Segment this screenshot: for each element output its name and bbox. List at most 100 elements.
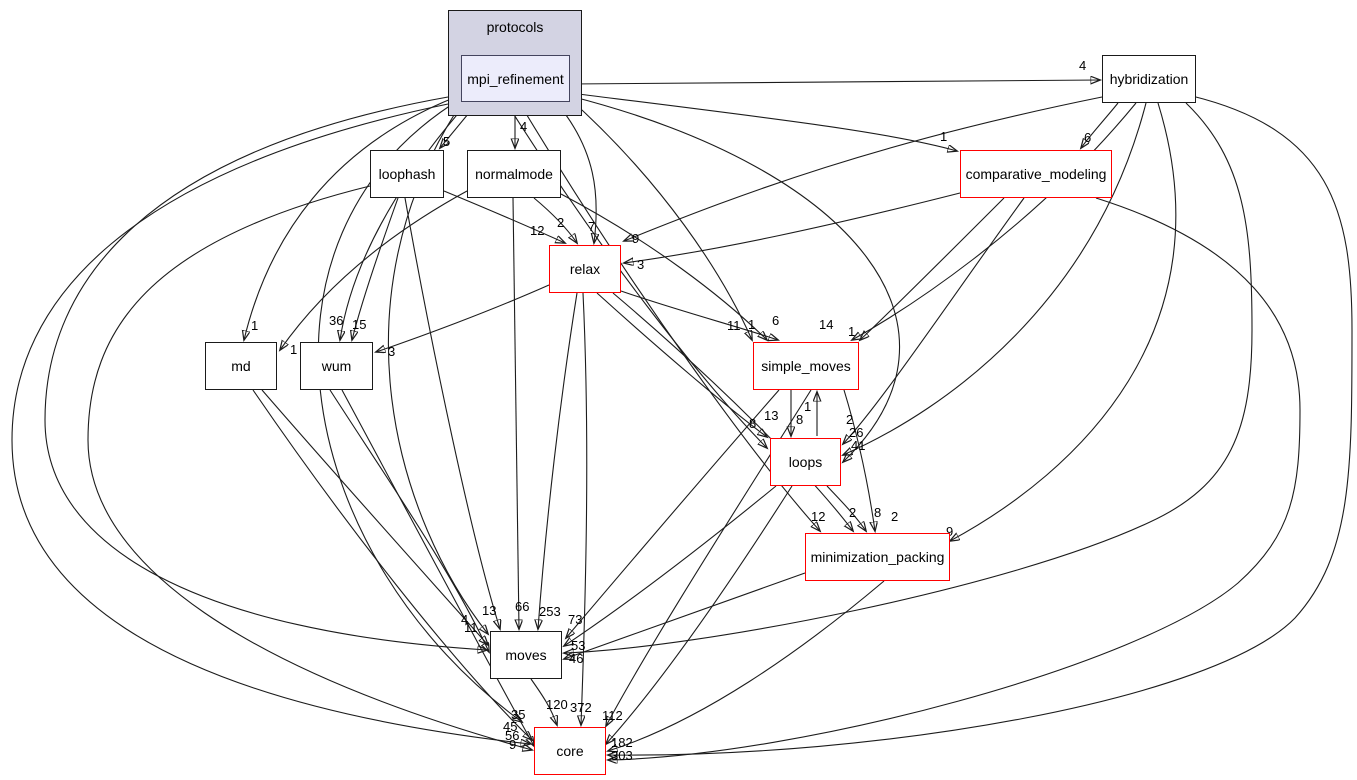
edge-relax-loops: [596, 292, 767, 437]
edge-label: 1: [251, 318, 258, 333]
edge-label: 1: [290, 342, 297, 357]
edge-mpi-wum: [340, 101, 469, 340]
edge-mpi-loops-b: [569, 95, 900, 462]
node-simple-moves[interactable]: simple_moves: [753, 342, 859, 390]
edge-label: 4: [1079, 58, 1086, 73]
edge-label: 112: [602, 708, 623, 723]
edge-md-core: [252, 389, 532, 740]
edge-mpi-minimization-packing: [518, 101, 820, 531]
edge-relax-minimization-packing: [612, 292, 853, 531]
node-mpi-refinement[interactable]: mpi_refinement: [461, 55, 570, 102]
edge-simple-moves-minimization-packing: [843, 389, 875, 531]
edge-label: 9: [509, 737, 516, 752]
edge-hybridization-simple-moves: [852, 102, 1137, 340]
edge-wum-moves: [329, 389, 489, 652]
edge-label: 8: [796, 412, 803, 427]
node-wum[interactable]: wum: [300, 342, 373, 390]
edge-label: 1: [748, 317, 755, 332]
edge-loops-core: [606, 485, 793, 744]
edge-label: 73: [568, 612, 582, 627]
node-minimization-packing[interactable]: minimization_packing: [805, 533, 950, 581]
edge-label: 182: [611, 735, 633, 750]
node-normalmode[interactable]: normalmode: [467, 150, 561, 198]
edge-hybridization-moves: [564, 102, 1253, 653]
edge-loophash-wum: [352, 197, 399, 340]
edge-label: 3: [637, 257, 644, 272]
edge-loophash-relax: [443, 190, 565, 243]
edge-moves-core: [530, 678, 557, 725]
edge-label: 36: [329, 313, 343, 328]
edge-label: 2: [849, 505, 856, 520]
edge-comparative-modeling-relax: [624, 192, 961, 263]
edge-loops-moves: [564, 485, 777, 646]
edge-label: 66: [515, 599, 529, 614]
edge-label: 14: [819, 317, 833, 332]
edge-label: 35: [511, 707, 525, 722]
edge-loops-minimization-packing: [826, 485, 866, 531]
edge-mpi-hybridization: [569, 80, 1100, 84]
edge-label: 11: [464, 620, 478, 635]
edge-label: 1: [804, 399, 811, 414]
edge-label: 8: [749, 416, 756, 431]
edge-label: 46: [569, 651, 583, 666]
edge-label: 15: [352, 317, 366, 332]
node-core[interactable]: core: [534, 727, 606, 775]
edge-label: 41: [851, 438, 865, 453]
edge-hybridization-loops: [843, 102, 1147, 455]
edge-label: 9: [946, 524, 953, 539]
edge-loophash-moves: [404, 197, 500, 629]
node-moves[interactable]: moves: [490, 631, 562, 679]
node-loophash[interactable]: loophash: [370, 150, 444, 198]
edge-mpi-core-far: [11, 103, 530, 744]
edge-simple-moves-core: [606, 389, 812, 726]
edge-relax-simple-moves: [620, 290, 778, 340]
edge-label: 4: [461, 612, 468, 627]
edge-comparative-modeling-loops: [843, 197, 1025, 444]
edge-md-moves: [261, 389, 488, 645]
node-md[interactable]: md: [205, 342, 277, 390]
edge-label: 120: [546, 697, 568, 712]
edge-mpi-relax: [555, 101, 596, 243]
edge-label: 45: [503, 719, 517, 734]
node-loops[interactable]: loops: [770, 438, 841, 486]
edge-label: 372: [570, 700, 592, 715]
edge-label: 6: [772, 313, 779, 328]
node-hybridization[interactable]: hybridization: [1102, 55, 1196, 103]
edge-label: 1: [848, 324, 855, 339]
edge-label: 9: [632, 231, 639, 246]
edge-label: 4: [520, 119, 527, 134]
edge-hybridization-minimization-packing: [950, 102, 1177, 541]
node-comparative-modeling[interactable]: comparative_modeling: [960, 150, 1112, 198]
edge-label: 12: [530, 223, 544, 238]
edge-minimization-packing-moves: [564, 572, 806, 659]
edge-label: 1: [940, 129, 947, 144]
edge-label: 2: [846, 412, 853, 427]
edge-wum-core: [341, 389, 534, 746]
edge-mpi-simple-moves: [569, 98, 752, 340]
edge-hybridization-relax: [624, 96, 1103, 241]
edge-label: 303: [611, 748, 633, 763]
edge-minimization-packing-core: [608, 580, 885, 751]
edge-normalmode-simple-moves: [560, 193, 767, 340]
edge-label: 2: [891, 509, 898, 524]
edge-label: 5: [443, 134, 450, 149]
edge-label: 56: [505, 728, 519, 743]
edge-label: 6: [1084, 130, 1091, 145]
edge-label: 13: [482, 603, 496, 618]
edge-mpi-md: [244, 94, 462, 340]
edge-label: 53: [571, 638, 585, 653]
edge-label: 2: [557, 215, 564, 230]
edge-comparative-modeling-simple-moves: [860, 197, 1005, 340]
edge-relax-core: [581, 292, 588, 725]
edge-label: 8: [874, 505, 881, 520]
edge-mpi-comparative-modeling: [569, 92, 957, 151]
edge-label: 7: [588, 219, 595, 234]
edge-normalmode-md: [280, 190, 468, 350]
edge-loophash-core: [87, 185, 532, 750]
edge-hybridization-core: [608, 95, 1353, 755]
edge-label: 11: [727, 318, 741, 333]
edge-label: 12: [811, 509, 825, 524]
cluster-protocols-label: protocols: [486, 19, 544, 35]
node-relax[interactable]: relax: [549, 245, 621, 293]
